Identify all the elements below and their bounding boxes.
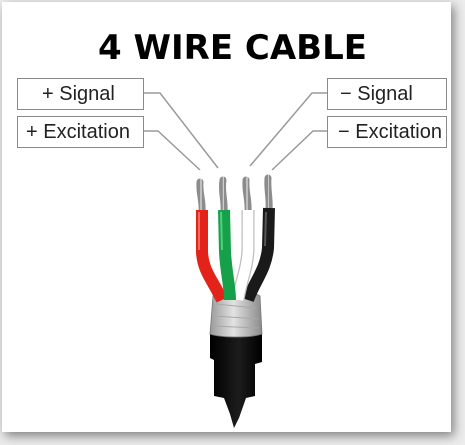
shield-texture [212, 303, 260, 329]
label-plus-excitation: + Excitation [17, 116, 144, 148]
red-wire [196, 210, 228, 303]
green-wire-highlight [220, 211, 223, 251]
white-wire-conductor [242, 176, 252, 216]
diagram-title: 4 WIRE CABLE [98, 28, 367, 68]
cable-jacket [210, 332, 262, 428]
label-minus-signal: − Signal [327, 78, 447, 110]
leader-line-plus-signal [144, 92, 219, 169]
black-wire [242, 207, 275, 303]
green-wire [218, 209, 236, 301]
leader-line-minus-signal [249, 92, 327, 167]
black-wire-conductor [264, 174, 273, 214]
label-plus-signal: + Signal [17, 78, 144, 110]
label-minus-excitation: − Excitation [327, 116, 447, 148]
leader-line-minus-excitation [271, 130, 327, 171]
black-wire-highlight [264, 211, 267, 247]
green-wire-conductor [218, 176, 228, 216]
red-wire-conductor [196, 178, 206, 216]
leader-line-plus-excitation [144, 130, 201, 171]
white-wire [232, 210, 254, 301]
